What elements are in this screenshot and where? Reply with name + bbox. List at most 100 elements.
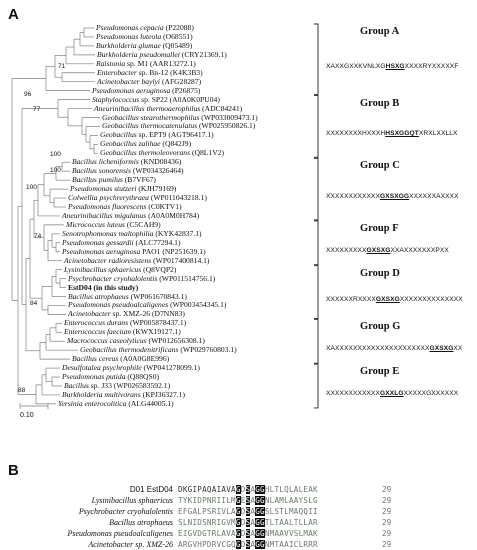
taxon-accession: (P22088) bbox=[163, 23, 194, 32]
taxon-accession: (AGT96417.1) bbox=[166, 130, 214, 140]
taxon-label: Pseudomonas aeruginosa PAO1 (NP251639.1) bbox=[62, 247, 206, 256]
taxon-species: Bacillus cereus bbox=[72, 354, 119, 364]
taxon-label: Ralstonia sp. M1 (AAR13272.1) bbox=[96, 59, 196, 68]
panel-b-label: B bbox=[8, 462, 19, 479]
group-title: Group B bbox=[360, 97, 400, 109]
sequence-segment: SLSTLMAQQII bbox=[264, 507, 318, 516]
alignment-position: 29 bbox=[382, 496, 392, 505]
sequence-segment: A bbox=[250, 540, 256, 549]
taxon-species: Senotrophomonas maltophilia bbox=[62, 228, 154, 238]
taxon-label: Acinetobacter sp. XMZ-26 (D7NN83) bbox=[68, 309, 185, 318]
bootstrap-value: 96 bbox=[24, 91, 32, 98]
taxon-accession: (K4K3B3) bbox=[168, 67, 203, 77]
taxon-strain: sp. SP22 bbox=[139, 94, 168, 104]
conserved-residue: S bbox=[245, 485, 251, 494]
sequence-segment: NMAAVVSLMAK bbox=[264, 529, 318, 538]
alignment-position: 29 bbox=[382, 529, 392, 538]
taxon-label: Geobacillus sp. EPT9 (AGT96417.1) bbox=[100, 130, 214, 139]
alignment-sequence-name: Acinetobacter sp. XMZ-26 bbox=[88, 540, 173, 549]
conserved-residue: G bbox=[235, 529, 241, 538]
taxon-accession: (WP033009473.1) bbox=[199, 112, 258, 122]
bootstrap-value: 74 bbox=[34, 233, 42, 240]
conserved-residue: G bbox=[235, 518, 241, 527]
sequence-segment: D bbox=[240, 529, 246, 538]
group-title: Group D bbox=[360, 267, 400, 279]
taxon-accession: (WP017400814.1) bbox=[151, 255, 210, 265]
taxon-accession: (P26875) bbox=[170, 85, 201, 95]
taxon-species: Macrococcus caseolyticus bbox=[67, 336, 147, 346]
bootstrap-value: 71 bbox=[58, 63, 66, 70]
alignment-position: 29 bbox=[382, 485, 392, 494]
group-title: Group A bbox=[360, 26, 400, 37]
motif-flank: XXXXXXXXXXXXXX bbox=[399, 296, 463, 304]
taxon-label: Aneurinibacillus migulanus (A0A0M0H784) bbox=[62, 211, 199, 220]
taxon-accession: (CRY21369.1) bbox=[179, 49, 227, 59]
alignment-sequence: TYKIDPNRIILMGESAGGNLAMLAAYSLG bbox=[178, 496, 318, 505]
taxon-species: Burkholderia glumae bbox=[96, 40, 161, 50]
phylogenetic-tree bbox=[11, 23, 319, 409]
taxon-accession: (A0A0K0PU04) bbox=[167, 94, 220, 104]
motif-core: GXSXG bbox=[375, 296, 400, 304]
sequence-segment: DKGIPAQAIAVA bbox=[178, 485, 236, 494]
taxon-label: Geobacillus thermodenitrificans (WP02976… bbox=[80, 345, 237, 354]
taxon-accession: (WP003454345.1) bbox=[168, 300, 227, 310]
taxon-species: Pseudomonas aeruginosa bbox=[92, 85, 171, 95]
alignment-sequence: DKGIPAQAIAVAGDSAGGHLTLQLALEAK bbox=[178, 485, 318, 494]
taxon-species: Pseudomonas pseudoalcaligenes bbox=[68, 300, 169, 310]
motif-flank: XXXXXGXXXXXX bbox=[403, 390, 459, 397]
group-title: Group G bbox=[360, 321, 401, 333]
taxon-label: Geobacillus thermoleovorans (Q8L1V2) bbox=[100, 148, 224, 157]
taxon-species: Pseudomonas gessardii bbox=[62, 237, 134, 247]
taxon-accession: (KYK42837.1) bbox=[153, 228, 202, 238]
taxon-label: Geobacillus thermocatenulatus (WP0259508… bbox=[102, 121, 255, 130]
taxon-species: Bacillus sonorensis bbox=[72, 166, 131, 176]
taxon-label: Burkholderia glumae (Q05489) bbox=[96, 41, 192, 50]
conserved-residue: S bbox=[245, 518, 251, 527]
taxon-species: Bacillus bbox=[64, 381, 89, 390]
taxon-species: Geobacillus zalihae bbox=[100, 139, 161, 149]
bootstrap-value: 100 bbox=[50, 167, 61, 174]
taxon-label: Micrococcus luteus (C5CAH9) bbox=[66, 220, 161, 229]
sequence-segment: A bbox=[250, 529, 256, 538]
taxon-species: Pseudomonas putida bbox=[62, 372, 126, 382]
motif-core: GXSXGG bbox=[379, 193, 410, 201]
taxon-label: Bacillus sp. J33 (WP026583592.1) bbox=[64, 381, 170, 390]
alignment-sequence-name: Lysinibacillus sphaericus bbox=[91, 496, 173, 505]
motif-core: HSXG bbox=[385, 63, 405, 71]
taxon-species: Acinetobacter baylyi bbox=[97, 76, 161, 86]
sequence-segment: A bbox=[250, 485, 256, 494]
taxon-accession: (WP011043218.1) bbox=[148, 193, 207, 203]
taxon-accession: (D7NN83) bbox=[150, 309, 185, 319]
taxon-label: Geobacillus zalihae (Q842J9) bbox=[100, 139, 191, 148]
alignment-sequence-name: D01 EstD04 bbox=[129, 485, 173, 494]
taxon-strain: sp. Bn-12 bbox=[136, 67, 169, 77]
taxon-accession: (Q842J9) bbox=[160, 139, 192, 149]
sequence-segment: D bbox=[240, 518, 246, 527]
conserved-residue: G bbox=[235, 485, 241, 494]
sequence-segment: NLAMLAAYSLG bbox=[264, 496, 318, 505]
taxon-accession: (WP012656308.1) bbox=[146, 336, 205, 346]
taxon-label: Desulfotalea psychrophile (WP041278099.1… bbox=[62, 363, 200, 372]
taxon-strain: sp. XMZ-26 bbox=[110, 309, 151, 319]
motif-flank: XX bbox=[453, 345, 463, 353]
taxon-label: Enterococcus durans (WP005878437.1) bbox=[64, 318, 186, 327]
taxon-accession: (A0A0M0H784) bbox=[146, 210, 200, 220]
taxon-species: Enterococcus faecium bbox=[64, 327, 131, 337]
group-bracket bbox=[314, 265, 319, 319]
taxon-label: Burkholderia pseudomallei (CRY21369.1) bbox=[97, 50, 227, 59]
motif-flank: XXXXXXRXXXX bbox=[326, 296, 376, 304]
taxon-label: Psychrobacter cryohalolentis (WP01151475… bbox=[68, 274, 215, 283]
sequence-segment: D bbox=[240, 485, 246, 494]
taxon-accession: (O68551) bbox=[161, 31, 193, 41]
taxon-accession: (Q8VQP2) bbox=[141, 264, 177, 274]
taxon-accession: (WP025950826.1) bbox=[197, 121, 256, 131]
taxon-species: Pseudomonas cepacia bbox=[96, 23, 164, 32]
taxa-labels: Pseudomonas cepacia (P22088) Pseudomonas … bbox=[18, 23, 258, 408]
taxon-accession: (WP041278099.1) bbox=[141, 363, 200, 373]
taxon-species: Ralstonia bbox=[96, 58, 126, 68]
conserved-residue: GG bbox=[255, 485, 265, 494]
sequence-segment: D bbox=[240, 540, 246, 549]
